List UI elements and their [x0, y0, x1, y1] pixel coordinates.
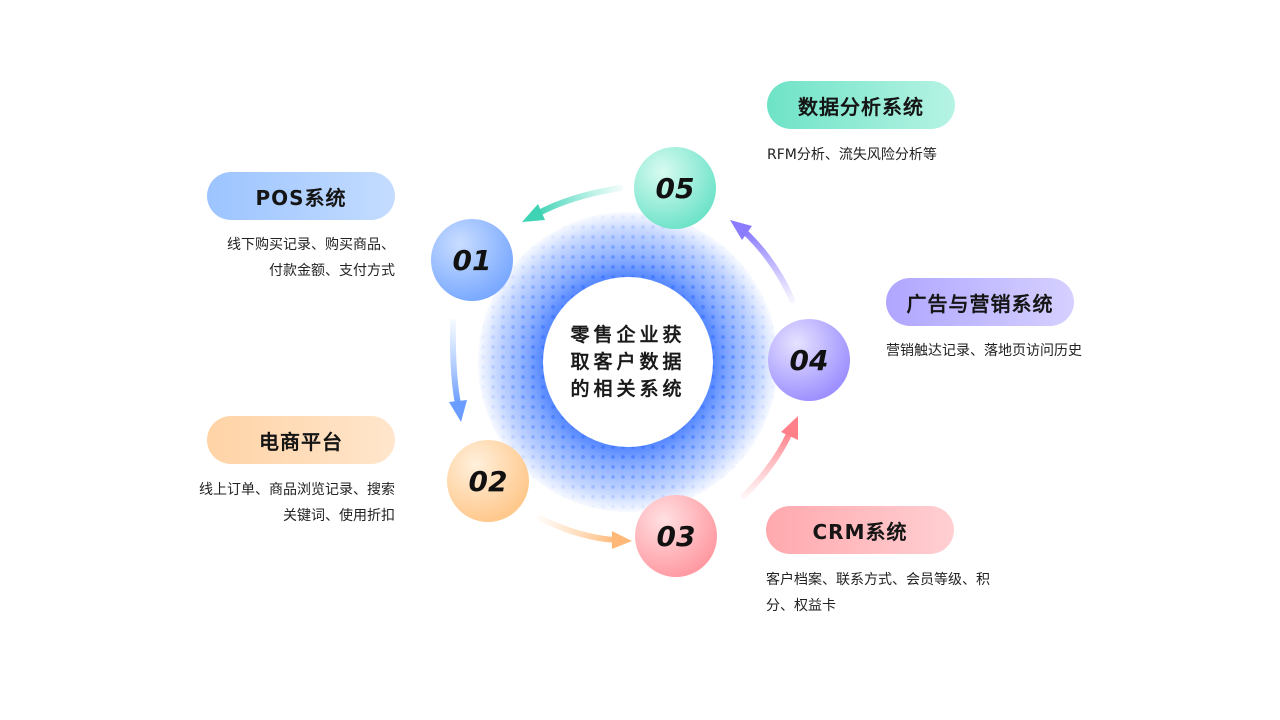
- desc-ecommerce-line-2: 关键词、使用折扣: [283, 508, 395, 524]
- desc-data-analysis-line-1: RFM分析、流失风险分析等: [767, 147, 937, 163]
- arrowhead-05-to-01: [522, 204, 545, 222]
- center-circle: 零售企业获取客户数据的相关系统: [543, 277, 713, 447]
- center-title: 零售企业获取客户数据的相关系统: [570, 323, 686, 400]
- arrowhead-01-to-02: [449, 400, 467, 422]
- desc-pos-line-2: 付款金额、支付方式: [269, 263, 395, 279]
- arrow-03-to-04: [741, 429, 793, 499]
- node-03: 03: [635, 495, 717, 577]
- arrowhead-02-to-03: [612, 531, 632, 549]
- desc-data-analysis-system: RFM分析、流失风险分析等: [767, 142, 987, 168]
- arrowhead-04-to-05: [730, 220, 752, 240]
- node-05: 05: [634, 147, 716, 229]
- node-05-number: 05: [655, 171, 695, 205]
- node-03-number: 03: [656, 519, 696, 553]
- node-04: 04: [768, 319, 850, 401]
- label-crm-text: CRM系统: [812, 519, 908, 544]
- node-01: 01: [431, 219, 513, 301]
- node-02: 02: [447, 440, 529, 522]
- desc-ecommerce-line-1: 线上订单、商品浏览记录、搜索: [199, 482, 395, 498]
- desc-pos-line-1: 线下购买记录、购买商品、: [227, 237, 395, 253]
- label-pos-system: POS系统: [207, 172, 395, 220]
- arrow-01-to-02: [449, 319, 461, 407]
- desc-ecommerce-platform: 线上订单、商品浏览记录、搜索 关键词、使用折扣: [170, 477, 395, 529]
- label-data-analysis-system: 数据分析系统: [767, 81, 955, 129]
- node-02-number: 02: [468, 464, 508, 498]
- desc-crm-system: 客户档案、联系方式、会员等级、积 分、权益卡: [766, 567, 1016, 619]
- desc-pos-system: 线下购买记录、购买商品、 付款金额、支付方式: [190, 232, 395, 284]
- label-ad-marketing-system: 广告与营销系统: [886, 278, 1074, 326]
- arrow-04-to-05: [742, 229, 795, 303]
- desc-crm-line-1: 客户档案、联系方式、会员等级、积: [766, 572, 990, 588]
- desc-crm-line-2: 分、权益卡: [766, 598, 836, 614]
- label-pos-system-text: POS系统: [255, 185, 347, 210]
- label-ad-marketing-text: 广告与营销系统: [906, 291, 1054, 316]
- node-04-number: 04: [789, 343, 829, 377]
- label-crm-system: CRM系统: [766, 506, 954, 554]
- label-ecommerce-text: 电商平台: [259, 429, 343, 454]
- arrowhead-03-to-04: [781, 416, 798, 440]
- desc-ad-marketing-line-1: 营销触达记录、落地页访问历史: [886, 343, 1082, 359]
- label-ecommerce-platform: 电商平台: [207, 416, 395, 464]
- arrow-05-to-01: [534, 185, 623, 217]
- arrow-02-to-03: [537, 515, 619, 543]
- node-01-number: 01: [452, 243, 492, 277]
- label-data-analysis-text: 数据分析系统: [798, 94, 924, 119]
- desc-ad-marketing-system: 营销触达记录、落地页访问历史: [886, 338, 1116, 364]
